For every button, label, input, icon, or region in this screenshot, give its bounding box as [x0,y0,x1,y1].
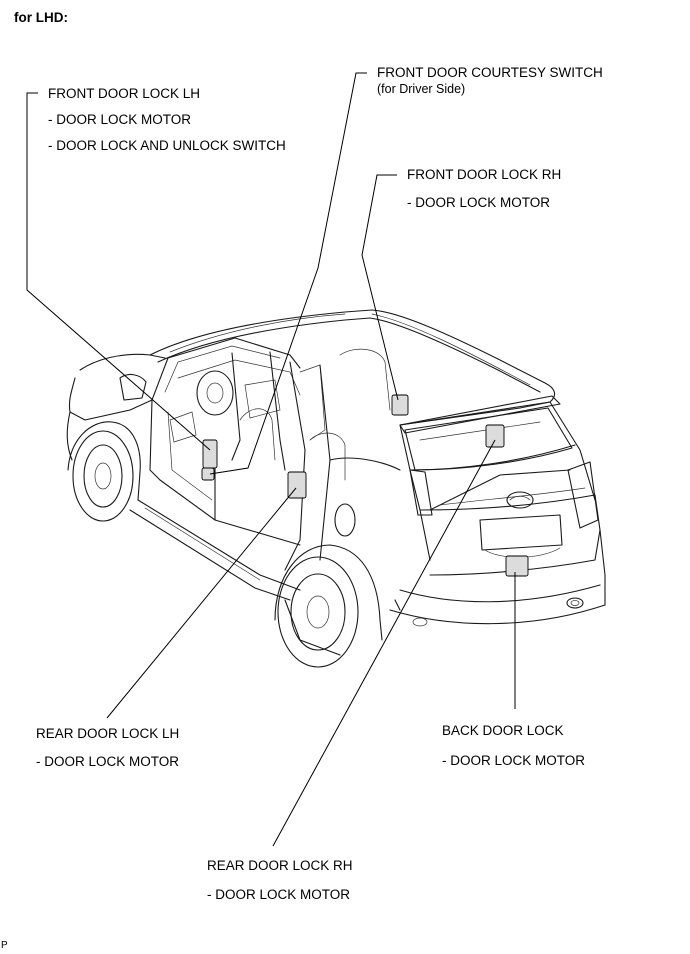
leader-rear-door-lock-rh [272,439,496,847]
label-title: REAR DOOR LOCK LH [36,726,180,741]
back-door-lock-component [505,555,529,577]
door-lock-components [201,394,529,577]
rear-door-lock-rh-component [485,424,505,448]
label-title: FRONT DOOR LOCK RH [407,167,562,182]
label-subtitle: (for Driver Side) [377,82,466,96]
label-item: - DOOR LOCK MOTOR [207,887,351,902]
label-item: - DOOR LOCK MOTOR [36,754,180,769]
page-heading: for LHD: [14,10,68,25]
front-door-courtesy-switch-component [201,467,215,481]
leader-front-door-lock-rh [361,174,399,401]
label-item: - DOOR LOCK MOTOR [442,753,586,768]
front-door-lock-rh-component [391,394,409,416]
label-title: FRONT DOOR COURTESY SWITCH [377,65,603,80]
corner-mark: P [1,940,8,951]
label-item: - DOOR LOCK MOTOR [407,195,551,210]
label-title: BACK DOOR LOCK [442,723,564,738]
leader-front-door-lock-lh [26,92,211,451]
label-title: REAR DOOR LOCK RH [207,858,353,873]
label-item: - DOOR LOCK MOTOR [48,112,192,127]
label-title: FRONT DOOR LOCK LH [48,86,201,101]
vehicle-illustration [66,309,606,668]
label-item: - DOOR LOCK AND UNLOCK SWITCH [48,138,286,153]
leader-rear-door-lock-lh [106,487,297,719]
front-door-lock-lh-component [202,439,218,469]
leader-lines [26,72,516,847]
leader-front-door-courtesy-switch [209,72,367,475]
